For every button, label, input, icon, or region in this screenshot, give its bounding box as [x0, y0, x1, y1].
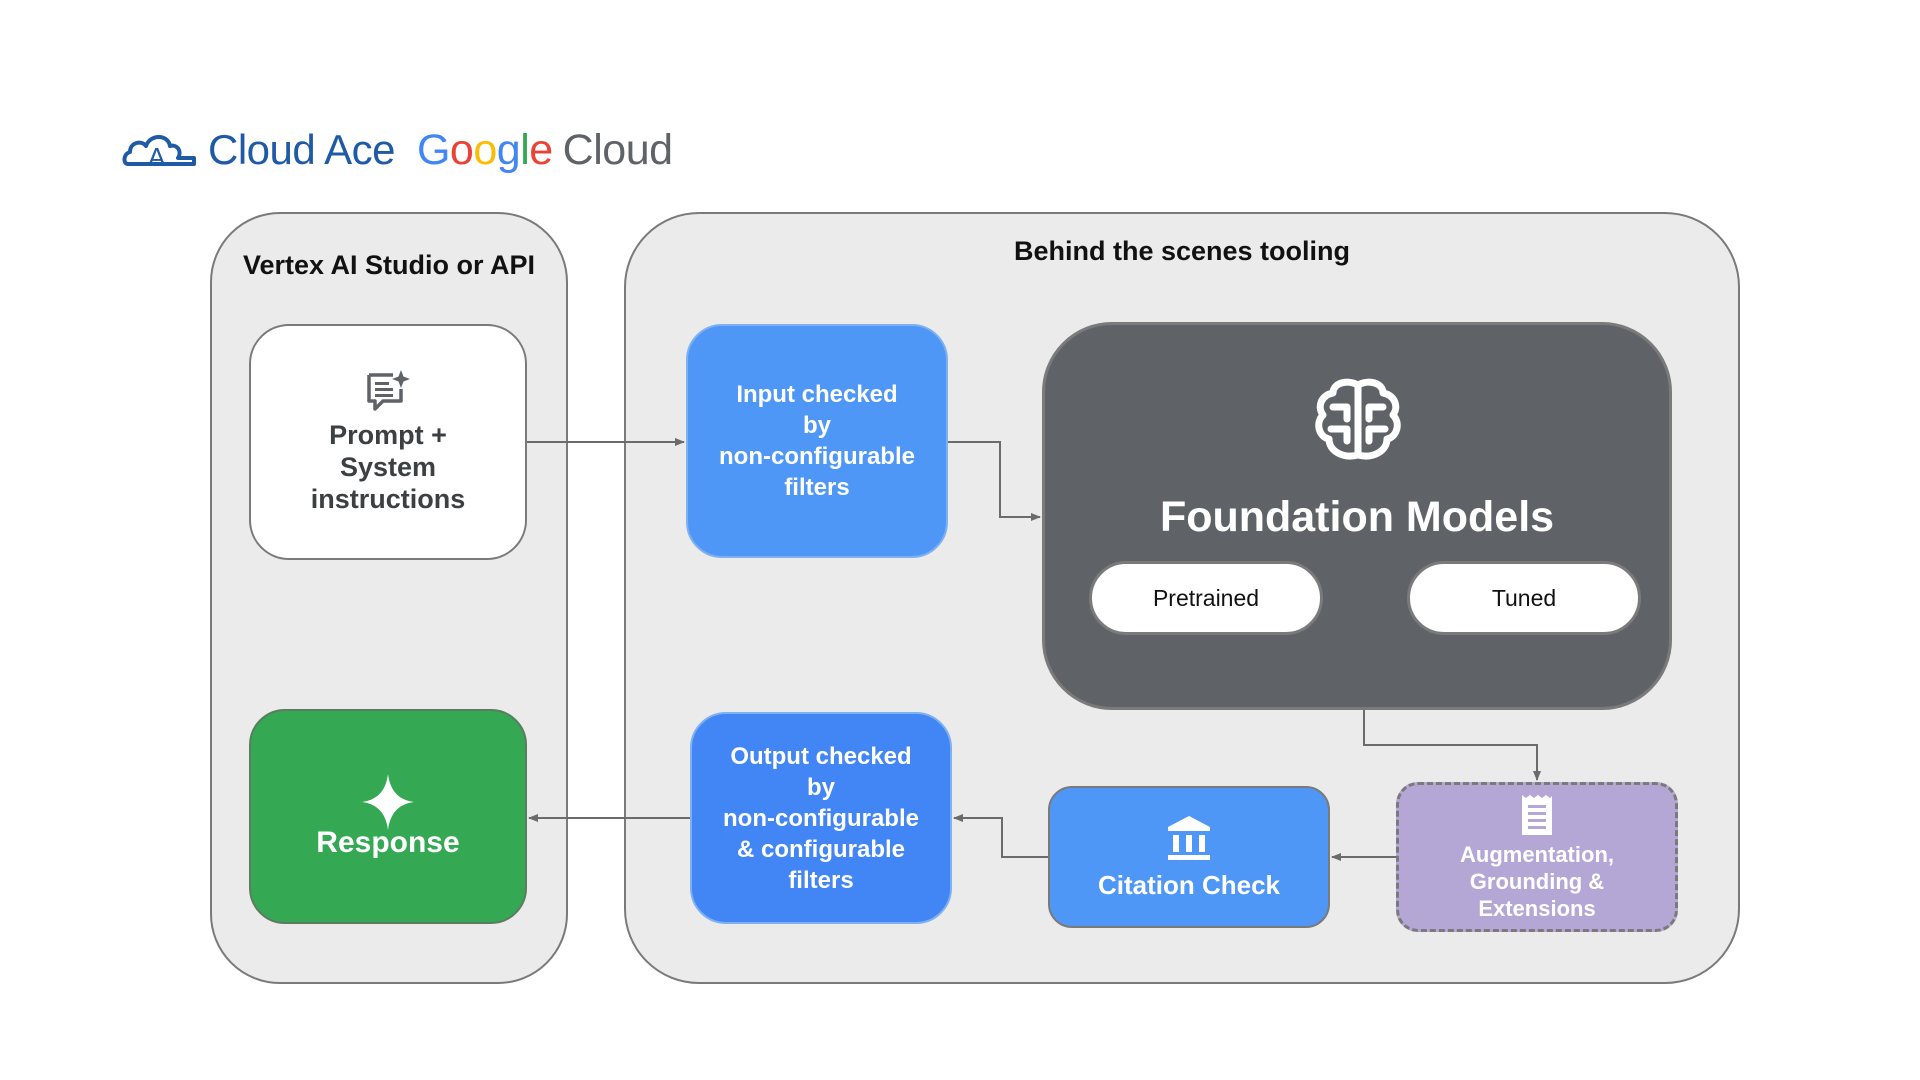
tuned-pill: Tuned	[1407, 561, 1641, 635]
citation-check-label: Citation Check	[1097, 869, 1281, 900]
sparkle-icon	[362, 773, 414, 830]
svg-text:A: A	[148, 142, 166, 172]
behind-the-scenes-panel-title: Behind the scenes tooling	[1013, 236, 1351, 266]
input-filter-line: by	[802, 412, 831, 439]
vertex-ai-panel-title: Vertex AI Studio or API	[242, 250, 536, 280]
prompt-box: Prompt + System instructions	[249, 324, 527, 560]
output-filter-line: non-configurable	[723, 804, 919, 832]
pretrained-pill: Pretrained	[1089, 561, 1323, 635]
prompt-line: instructions	[310, 484, 466, 514]
brain-icon	[1315, 378, 1401, 460]
prompt-sparkle-icon	[367, 370, 410, 411]
output-filter-line: Output checked	[730, 742, 912, 770]
citation-check-box: Citation Check	[1048, 786, 1330, 928]
input-filter-box: Input checked by non-configurable filter…	[686, 324, 948, 558]
input-filter-line: non-configurable	[719, 443, 915, 470]
input-filter-line: Input checked	[736, 381, 898, 408]
logo-row: A Cloud Ace Google Cloud	[122, 120, 673, 180]
prompt-line: System	[339, 452, 437, 482]
response-label: Response	[316, 825, 460, 859]
prompt-line: Prompt +	[329, 420, 447, 450]
response-box: Response	[249, 709, 527, 924]
output-filter-line: filters	[788, 866, 854, 894]
cloudace-logo-icon: A	[122, 135, 196, 172]
augmentation-line: Grounding &	[1469, 868, 1605, 894]
bank-icon	[1168, 815, 1210, 860]
output-filter-line: by	[806, 773, 835, 801]
google-cloud-word: Cloud	[562, 125, 673, 174]
augmentation-line: Extensions	[1478, 895, 1596, 921]
foundation-models-title: Foundation Models	[1159, 493, 1555, 541]
augmentation-line: Augmentation,	[1460, 841, 1614, 867]
output-filter-line: & configurable	[736, 835, 905, 863]
google-wordmark: Google	[416, 125, 553, 174]
document-icon	[1522, 794, 1552, 835]
augmentation-box: Augmentation, Grounding & Extensions	[1396, 782, 1678, 932]
output-filter-box: Output checked by non-configurable & con…	[690, 712, 952, 924]
cloudace-wordmark: Cloud Ace	[208, 126, 395, 173]
foundation-models-box: Foundation Models Pretrained Tuned	[1042, 322, 1672, 710]
input-filter-line: filters	[784, 474, 850, 501]
